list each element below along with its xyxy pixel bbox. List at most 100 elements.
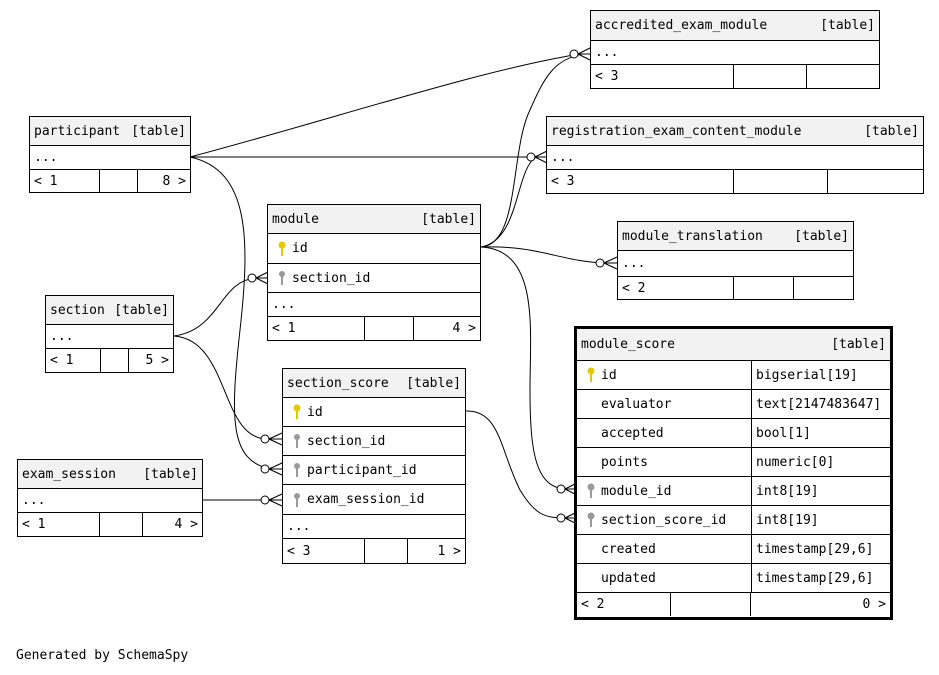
child-count[interactable]: 0 >: [862, 597, 886, 612]
column-name: points: [601, 454, 648, 470]
foreign-key-icon: [287, 462, 307, 478]
table-name: section_score: [287, 375, 389, 391]
table-tag: [table]: [131, 123, 186, 139]
table-footer: < 1 5 >: [46, 349, 173, 372]
row-count: [365, 539, 408, 563]
column-row[interactable]: id: [268, 234, 480, 264]
table-registration-exam-content-module[interactable]: registration_exam_content_module [table]…: [546, 116, 924, 194]
child-count[interactable]: 8 >: [162, 173, 186, 189]
parent-count[interactable]: < 1: [30, 170, 100, 192]
column-row[interactable]: section_id: [268, 264, 480, 293]
parent-count[interactable]: < 1: [46, 349, 101, 372]
table-header: participant [table]: [30, 117, 190, 146]
column-type: text[2147483647]: [756, 396, 882, 412]
generated-by-note: Generated by SchemaSpy: [16, 648, 189, 663]
table-tag: [table]: [143, 466, 198, 482]
column-row[interactable]: participant_id: [283, 456, 465, 485]
table-name: module: [272, 211, 319, 227]
column-row[interactable]: section_id: [283, 427, 465, 456]
child-count[interactable]: 1 >: [437, 543, 461, 559]
foreign-key-icon: [287, 492, 307, 508]
table-tag: [table]: [820, 18, 875, 33]
table-module-translation[interactable]: module_translation [table] ... < 2: [617, 221, 854, 300]
row-count: [734, 65, 807, 88]
child-count[interactable]: [794, 277, 853, 299]
row-count: [734, 170, 828, 193]
parent-count[interactable]: < 3: [591, 65, 734, 88]
row-count: [365, 317, 414, 340]
column-row[interactable]: accepted bool[1]: [577, 419, 890, 448]
parent-count[interactable]: < 2: [618, 277, 734, 299]
ellipsis-row: ...: [46, 325, 173, 349]
table-participant[interactable]: participant [table] ... < 1 8 >: [29, 116, 191, 193]
table-exam-session[interactable]: exam_session [table] ... < 1 4 >: [17, 459, 203, 537]
parent-count[interactable]: < 3: [547, 170, 734, 193]
table-name: exam_session: [22, 466, 116, 482]
child-count[interactable]: 4 >: [452, 321, 476, 336]
table-footer: < 3: [591, 65, 879, 88]
column-name: section_id: [307, 433, 386, 449]
table-tag: [table]: [794, 228, 849, 244]
foreign-key-icon: [581, 512, 601, 528]
column-name: section_id: [292, 270, 371, 286]
primary-key-icon: [272, 241, 292, 257]
table-footer: < 3: [547, 170, 923, 193]
parent-count[interactable]: < 3: [283, 539, 365, 563]
column-type: int8[19]: [756, 483, 819, 499]
table-footer: < 2 0 >: [577, 593, 890, 616]
table-module[interactable]: module [table] id section_id ... < 1 4 >: [267, 204, 481, 341]
table-section[interactable]: section [table] ... < 1 5 >: [45, 295, 174, 373]
table-tag: [table]: [831, 337, 886, 352]
row-count: [100, 513, 143, 536]
table-header: registration_exam_content_module [table]: [547, 117, 923, 146]
table-footer: < 1 4 >: [18, 513, 202, 536]
column-row[interactable]: module_id int8[19]: [577, 477, 890, 506]
ellipsis-row: ...: [268, 293, 480, 317]
parent-count[interactable]: < 2: [577, 593, 671, 616]
table-name: accredited_exam_module: [595, 18, 768, 33]
column-name: accepted: [601, 425, 664, 441]
ellipsis-row: ...: [283, 515, 465, 539]
child-count[interactable]: 4 >: [174, 517, 198, 532]
ellipsis-row: ...: [618, 251, 853, 277]
table-tag: [table]: [864, 123, 919, 139]
column-row[interactable]: evaluator text[2147483647]: [577, 390, 890, 419]
column-row[interactable]: id: [283, 398, 465, 427]
parent-count[interactable]: < 1: [18, 513, 100, 536]
column-name: evaluator: [601, 396, 672, 412]
table-header: accredited_exam_module [table]: [591, 11, 879, 41]
column-name: exam_session_id: [307, 492, 425, 507]
ellipsis-row: ...: [591, 41, 879, 65]
primary-key-icon: [581, 367, 601, 383]
column-row[interactable]: exam_session_id: [283, 485, 465, 515]
foreign-key-icon: [581, 483, 601, 499]
table-section-score[interactable]: section_score [table] id section_id part…: [282, 368, 466, 564]
table-header: section [table]: [46, 296, 173, 325]
table-header: module_score [table]: [577, 329, 890, 361]
child-count[interactable]: 5 >: [145, 353, 169, 368]
child-count[interactable]: [807, 65, 879, 88]
child-count[interactable]: [828, 170, 923, 193]
table-name: participant: [34, 123, 121, 139]
table-accredited-exam-module[interactable]: accredited_exam_module [table] ... < 3: [590, 10, 880, 89]
table-name: registration_exam_content_module: [551, 123, 802, 139]
table-header: module_translation [table]: [618, 222, 853, 251]
foreign-key-icon: [287, 433, 307, 449]
parent-count[interactable]: < 1: [268, 317, 365, 340]
table-tag: [table]: [406, 375, 461, 391]
column-type: timestamp[29,6]: [756, 541, 874, 557]
column-name: module_id: [601, 483, 672, 499]
foreign-key-icon: [272, 270, 292, 286]
table-footer: < 1 4 >: [268, 317, 480, 340]
column-type: bool[1]: [756, 425, 811, 441]
ellipsis-row: ...: [547, 146, 923, 170]
table-header: module [table]: [268, 205, 480, 234]
table-tag: [table]: [114, 302, 169, 318]
